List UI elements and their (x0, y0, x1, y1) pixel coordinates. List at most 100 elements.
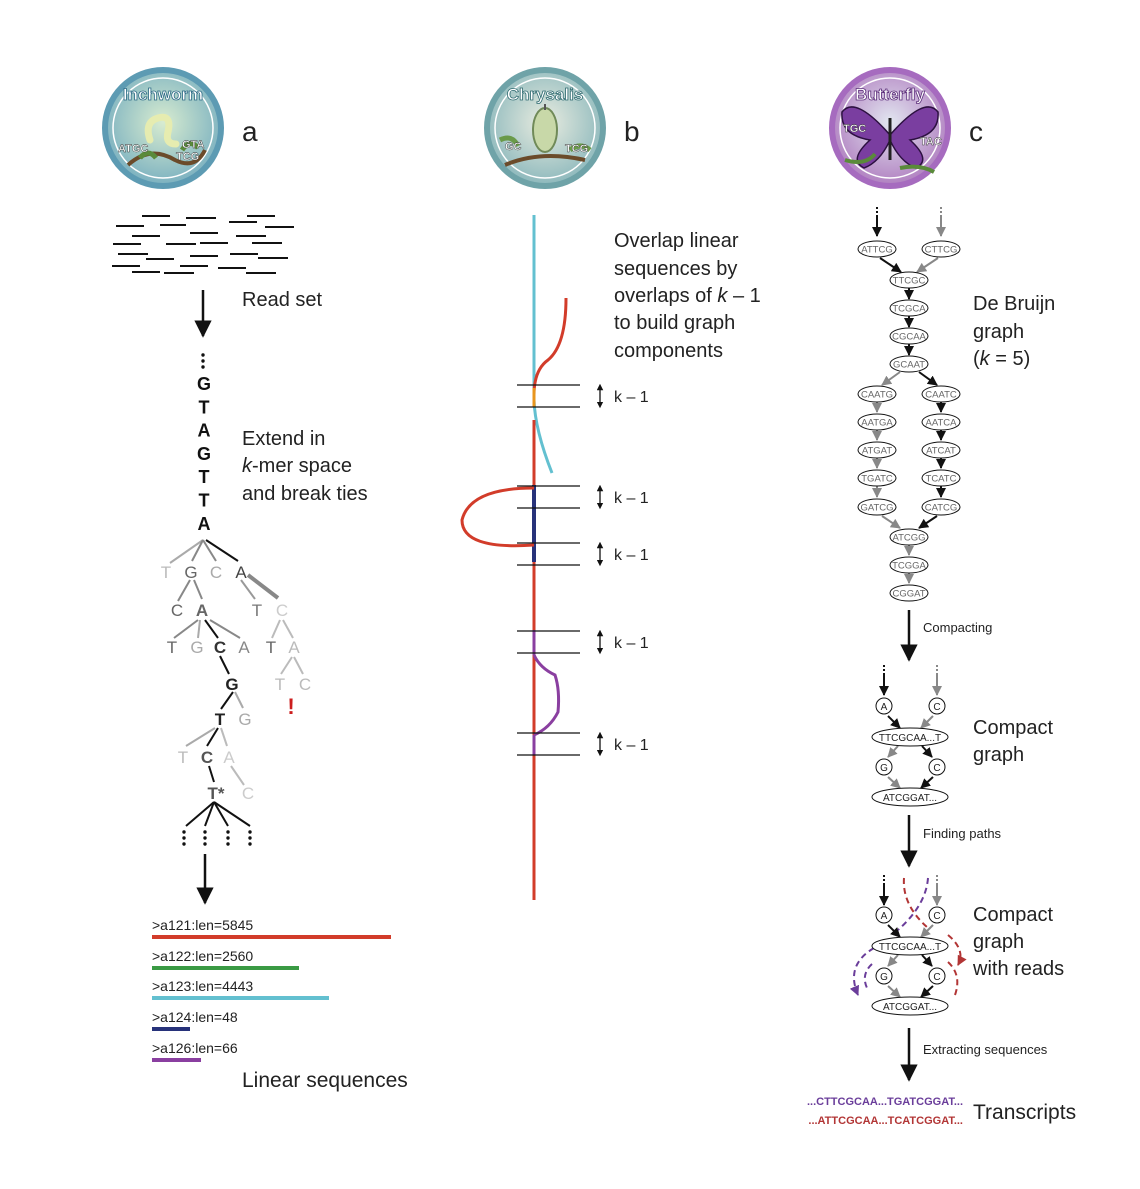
overlap-markers (517, 383, 604, 757)
svg-text:C: C (933, 702, 940, 713)
step-finding-paths: Finding paths (923, 826, 1002, 841)
svg-text:T*: T* (208, 784, 225, 803)
debruijn-node-label: ATTCG (861, 245, 893, 256)
debruijn-node-label: TGATC (861, 474, 893, 485)
debruijn-node-label: CTTCG (925, 245, 958, 256)
k-minus-1-label: k – 1 (614, 635, 649, 652)
svg-text:T: T (167, 638, 177, 657)
debruijn-node (857, 413, 897, 431)
sequence-base: T (199, 397, 210, 417)
k-minus-1-label: k – 1 (614, 547, 649, 564)
svg-text:overlaps of k – 1: overlaps of k – 1 (614, 285, 761, 307)
compact-graph-label: Compact graph (973, 717, 1053, 766)
dots-bottom (182, 830, 252, 846)
sequence-base: G (197, 444, 211, 464)
svg-text:to build graph: to build graph (614, 312, 735, 334)
svg-text:graph: graph (973, 931, 1024, 953)
debruijn-node (921, 413, 961, 431)
debruijn-node (857, 385, 897, 403)
svg-text:T: T (161, 563, 171, 582)
debruijn-node-label: CATCG (925, 503, 958, 514)
overlap-labels: k – 1 k – 1 k – 1 k – 1 k – 1 (614, 389, 649, 754)
debruijn-node-label: TCATC (926, 474, 957, 485)
svg-text:A: A (223, 748, 235, 767)
svg-text:A: A (881, 911, 888, 922)
debruijn-node (921, 469, 961, 487)
debruijn-node-label: GATCG (860, 503, 893, 514)
svg-text:graph: graph (973, 321, 1024, 343)
sequence-base: A (198, 421, 211, 441)
svg-text:TGC: TGC (843, 123, 866, 135)
transcript-sequence: ...ATTCGCAA...TCATCGGAT... (808, 1115, 963, 1127)
svg-text:G: G (184, 563, 197, 582)
svg-text:C: C (276, 601, 288, 620)
debruijn-node (889, 584, 929, 602)
butterfly-logo: Butterfly TGC TAC (829, 67, 951, 189)
k-minus-1-label: k – 1 (614, 737, 649, 754)
tie-mark: ! (287, 694, 294, 719)
debruijn-node (921, 385, 961, 403)
chrysalis-description: Overlap linear sequences by overlaps of … (614, 230, 761, 362)
panel-letter: b (624, 116, 640, 147)
sequence-base: T (199, 491, 210, 511)
debruijn-node (889, 327, 929, 345)
svg-text:C: C (299, 675, 311, 694)
svg-text:C: C (933, 972, 940, 983)
overlap-graph (460, 215, 568, 900)
contig-label: >a126:len=66 (152, 1040, 238, 1056)
k-minus-1-label: k – 1 (614, 389, 649, 406)
svg-text:sequences by: sequences by (614, 258, 737, 280)
svg-text:A: A (196, 601, 208, 620)
read-set-label: Read set (242, 289, 322, 311)
transcripts-label: Transcripts (973, 1101, 1076, 1124)
debruijn-node (889, 355, 929, 373)
debruijn-node (889, 271, 929, 289)
debruijn-node (921, 498, 961, 516)
svg-text:TAC: TAC (920, 136, 942, 148)
svg-text:T: T (266, 638, 276, 657)
svg-text:G: G (880, 763, 888, 774)
kmer-tree (169, 539, 304, 827)
svg-text:G: G (190, 638, 203, 657)
debruijn-node-label: ATCAT (926, 446, 956, 457)
debruijn-node (857, 498, 897, 516)
compact-graph-reads: A C TTCGCAA...T G C ATCGGAT... (849, 875, 967, 1016)
svg-text:TCG: TCG (565, 143, 588, 155)
panel-c: Butterfly TGC TAC c (807, 67, 1076, 1127)
svg-text:TTCGCAA...T: TTCGCAA...T (879, 733, 941, 744)
contig-label: >a121:len=5845 (152, 917, 253, 933)
svg-text:GC: GC (505, 141, 522, 153)
svg-text:T: T (215, 710, 226, 729)
svg-text:G: G (238, 710, 251, 729)
debruijn-node (857, 441, 897, 459)
logo-title: Inchworm (123, 85, 203, 104)
debruijn-node-label: TCGGA (892, 561, 926, 572)
read-set (112, 215, 294, 274)
svg-text:C: C (210, 563, 222, 582)
svg-text:C: C (171, 601, 183, 620)
svg-text:TTCGCAA...T: TTCGCAA...T (879, 942, 941, 953)
svg-text:G: G (880, 972, 888, 983)
svg-text:Compact: Compact (973, 904, 1053, 926)
debruijn-node (921, 441, 961, 459)
transcripts: ...CTTCGCAA...TGATCGGAT... ...ATTCGCAA..… (807, 1096, 963, 1127)
debruijn-node-label: ATGAT (862, 446, 892, 457)
svg-text:T: T (252, 601, 262, 620)
debruijn-node (889, 528, 929, 546)
debruijn-node-label: TCGCA (892, 304, 926, 315)
debruijn-node-label: GCAAT (893, 360, 925, 371)
debruijn-node (857, 469, 897, 487)
panel-a: Inchworm ATGC GTA TCG a Read set GTAGTTA… (102, 67, 408, 1092)
extend-label-3: and break ties (242, 483, 368, 505)
debruijn-label: De Bruijn graph (k = 5) (973, 293, 1055, 370)
linear-sequences-label: Linear sequences (242, 1069, 408, 1092)
svg-text:TCG: TCG (176, 151, 199, 163)
contig-list: >a121:len=5845 >a122:len=2560 >a123:len=… (152, 917, 391, 1062)
panel-letter: a (242, 116, 258, 147)
dots-top (201, 353, 205, 369)
sequence-base: G (197, 374, 211, 394)
svg-text:components: components (614, 340, 723, 362)
